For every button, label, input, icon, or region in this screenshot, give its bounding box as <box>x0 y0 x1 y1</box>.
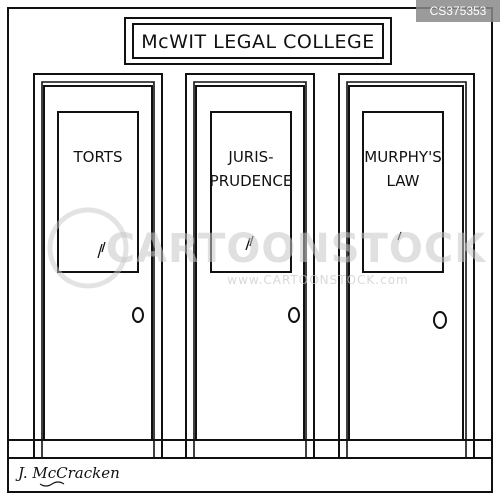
door-label-line: JURIS- <box>227 148 273 166</box>
artist-signature: J. McCracken <box>15 464 120 487</box>
glass-shine <box>397 231 402 241</box>
college-sign: McWIT LEGAL COLLEGE <box>124 17 392 65</box>
college-sign-text: McWIT LEGAL COLLEGE <box>141 31 374 53</box>
image-id-text: CS375353 <box>430 4 487 18</box>
watermark-logo-icon <box>47 207 129 289</box>
door-label-line: LAW <box>387 172 420 190</box>
door-knob <box>288 307 300 323</box>
glass-shine <box>97 241 106 259</box>
door-murphys-law: MURPHY'S LAW <box>338 73 475 458</box>
glass-shine <box>245 235 254 251</box>
door-label-line: TORTS <box>73 148 123 166</box>
door-label-line: PRUDENCE <box>210 172 293 190</box>
door-torts: TORTS <box>33 73 163 458</box>
panel-border <box>7 7 493 493</box>
watermark-main-text: CARTOONSTOCK <box>106 226 488 272</box>
door-jurisprudence: JURIS- PRUDENCE <box>185 73 315 458</box>
signature-text: J. McCracken <box>15 464 120 482</box>
door-window <box>210 111 292 273</box>
floor-lines <box>8 439 492 459</box>
door-label-line: MURPHY'S <box>364 148 441 166</box>
watermark-sub-text: www.CARTOONSTOCK.com <box>227 273 409 287</box>
door-knob <box>132 307 144 323</box>
door-window <box>362 111 444 273</box>
watermark: CARTOONSTOCK www.CARTOONSTOCK.com <box>47 207 488 289</box>
door-knob <box>433 311 447 329</box>
image-id-tag: CS375353 <box>416 0 500 22</box>
